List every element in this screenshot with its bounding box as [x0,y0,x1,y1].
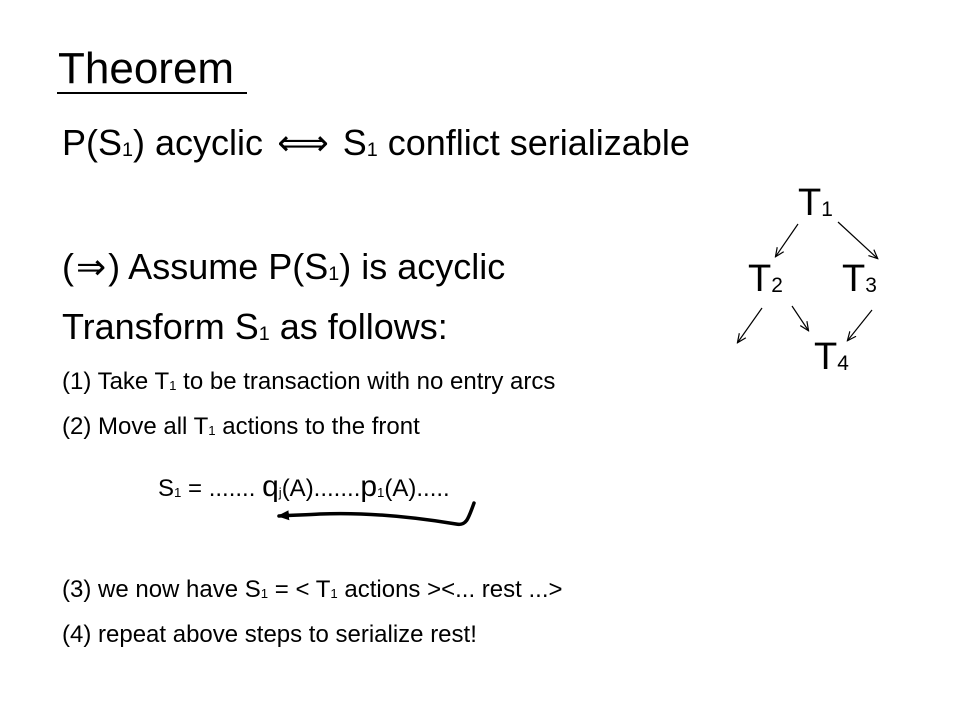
claim-mid: ) acyclic [133,122,264,163]
step-2: (2) Move all T1 actions to the front [62,413,420,441]
step2-sub: 1 [208,422,216,438]
assume-line: (⇒) Assume P(S1) is acyclic [62,246,505,288]
assume-text: ) Assume P(S [108,246,329,287]
step3-pre: (3) we now have S [62,576,261,603]
edge-t2-out [738,307,763,342]
schedule-formula: S1 = ....... qj(A).......p1(A)..... [158,470,450,504]
step3-t-sub: 1 [330,585,338,601]
step1-sub: 1 [169,377,177,393]
node-t3-sub: 3 [865,274,877,298]
slide-title: Theorem [58,44,235,93]
move-to-front-arrow [277,501,476,527]
theorem-claim: P(S1) acyclic ⟺ S1 conflict serializable [62,122,690,164]
step-1: (1) Take T1 to be transaction with no en… [62,368,555,396]
step-4: (4) repeat above steps to serialize rest… [62,621,477,648]
transform-sub: 1 [258,322,270,345]
graph-node-t3: T3 [842,258,877,301]
formula-p-sub: 1 [377,484,385,500]
formula-eq: = ....... [188,475,256,502]
claim-p-sub: 1 [122,138,134,161]
step1-post: to be transaction with no entry arcs [183,368,556,395]
node-t4-sub: 4 [837,352,849,376]
claim-s: S [342,122,367,163]
title-underline [57,92,247,94]
node-t2-label: T [748,258,772,300]
transform-post: as follows: [279,306,448,347]
step3-post: actions ><... rest ...> [344,576,563,603]
formula-q: q [262,470,279,503]
step3-s-sub: 1 [260,585,269,601]
node-t3-label: T [842,258,866,300]
transform-pre: Transform S [62,306,259,347]
formula-p: p [360,470,378,503]
step3-mid: = < T [274,576,331,603]
claim-rest: conflict serializable [387,122,690,163]
formula-s: S [158,475,175,502]
node-t4-label: T [814,336,838,378]
node-t2-sub: 2 [771,274,783,298]
assume-sub: 1 [328,262,340,285]
implies-arrow-icon: ⇒ [76,247,107,288]
transform-line: Transform S1 as follows: [62,306,448,348]
edge-t2-t4 [791,305,808,330]
step2-pre: (2) Move all T [62,413,209,440]
step1-pre: (1) Take T [62,368,170,395]
node-t1-sub: 1 [821,198,833,222]
assume-open: ( [62,246,74,287]
edge-t3-t4 [848,309,873,340]
step2-post: actions to the front [222,413,420,440]
step-3: (3) we now have S1 = < T1 actions ><... … [62,576,563,604]
assume-tail: ) is acyclic [339,246,506,287]
graph-node-t1: T1 [798,182,833,225]
node-t1-label: T [798,182,822,224]
formula-s-sub: 1 [174,484,182,500]
graph-node-t2: T2 [748,258,783,301]
formula-tail: (A)..... [384,475,450,502]
formula-q-sub: j [278,484,282,500]
edge-t1-t3 [837,221,877,258]
graph-node-t4: T4 [814,336,849,379]
formula-mid: (A)....... [281,475,361,502]
iff-arrow-icon: ⟺ [277,123,329,164]
claim-p: P(S [62,122,123,163]
edge-t1-t2 [776,223,799,256]
claim-s-sub: 1 [366,138,378,161]
